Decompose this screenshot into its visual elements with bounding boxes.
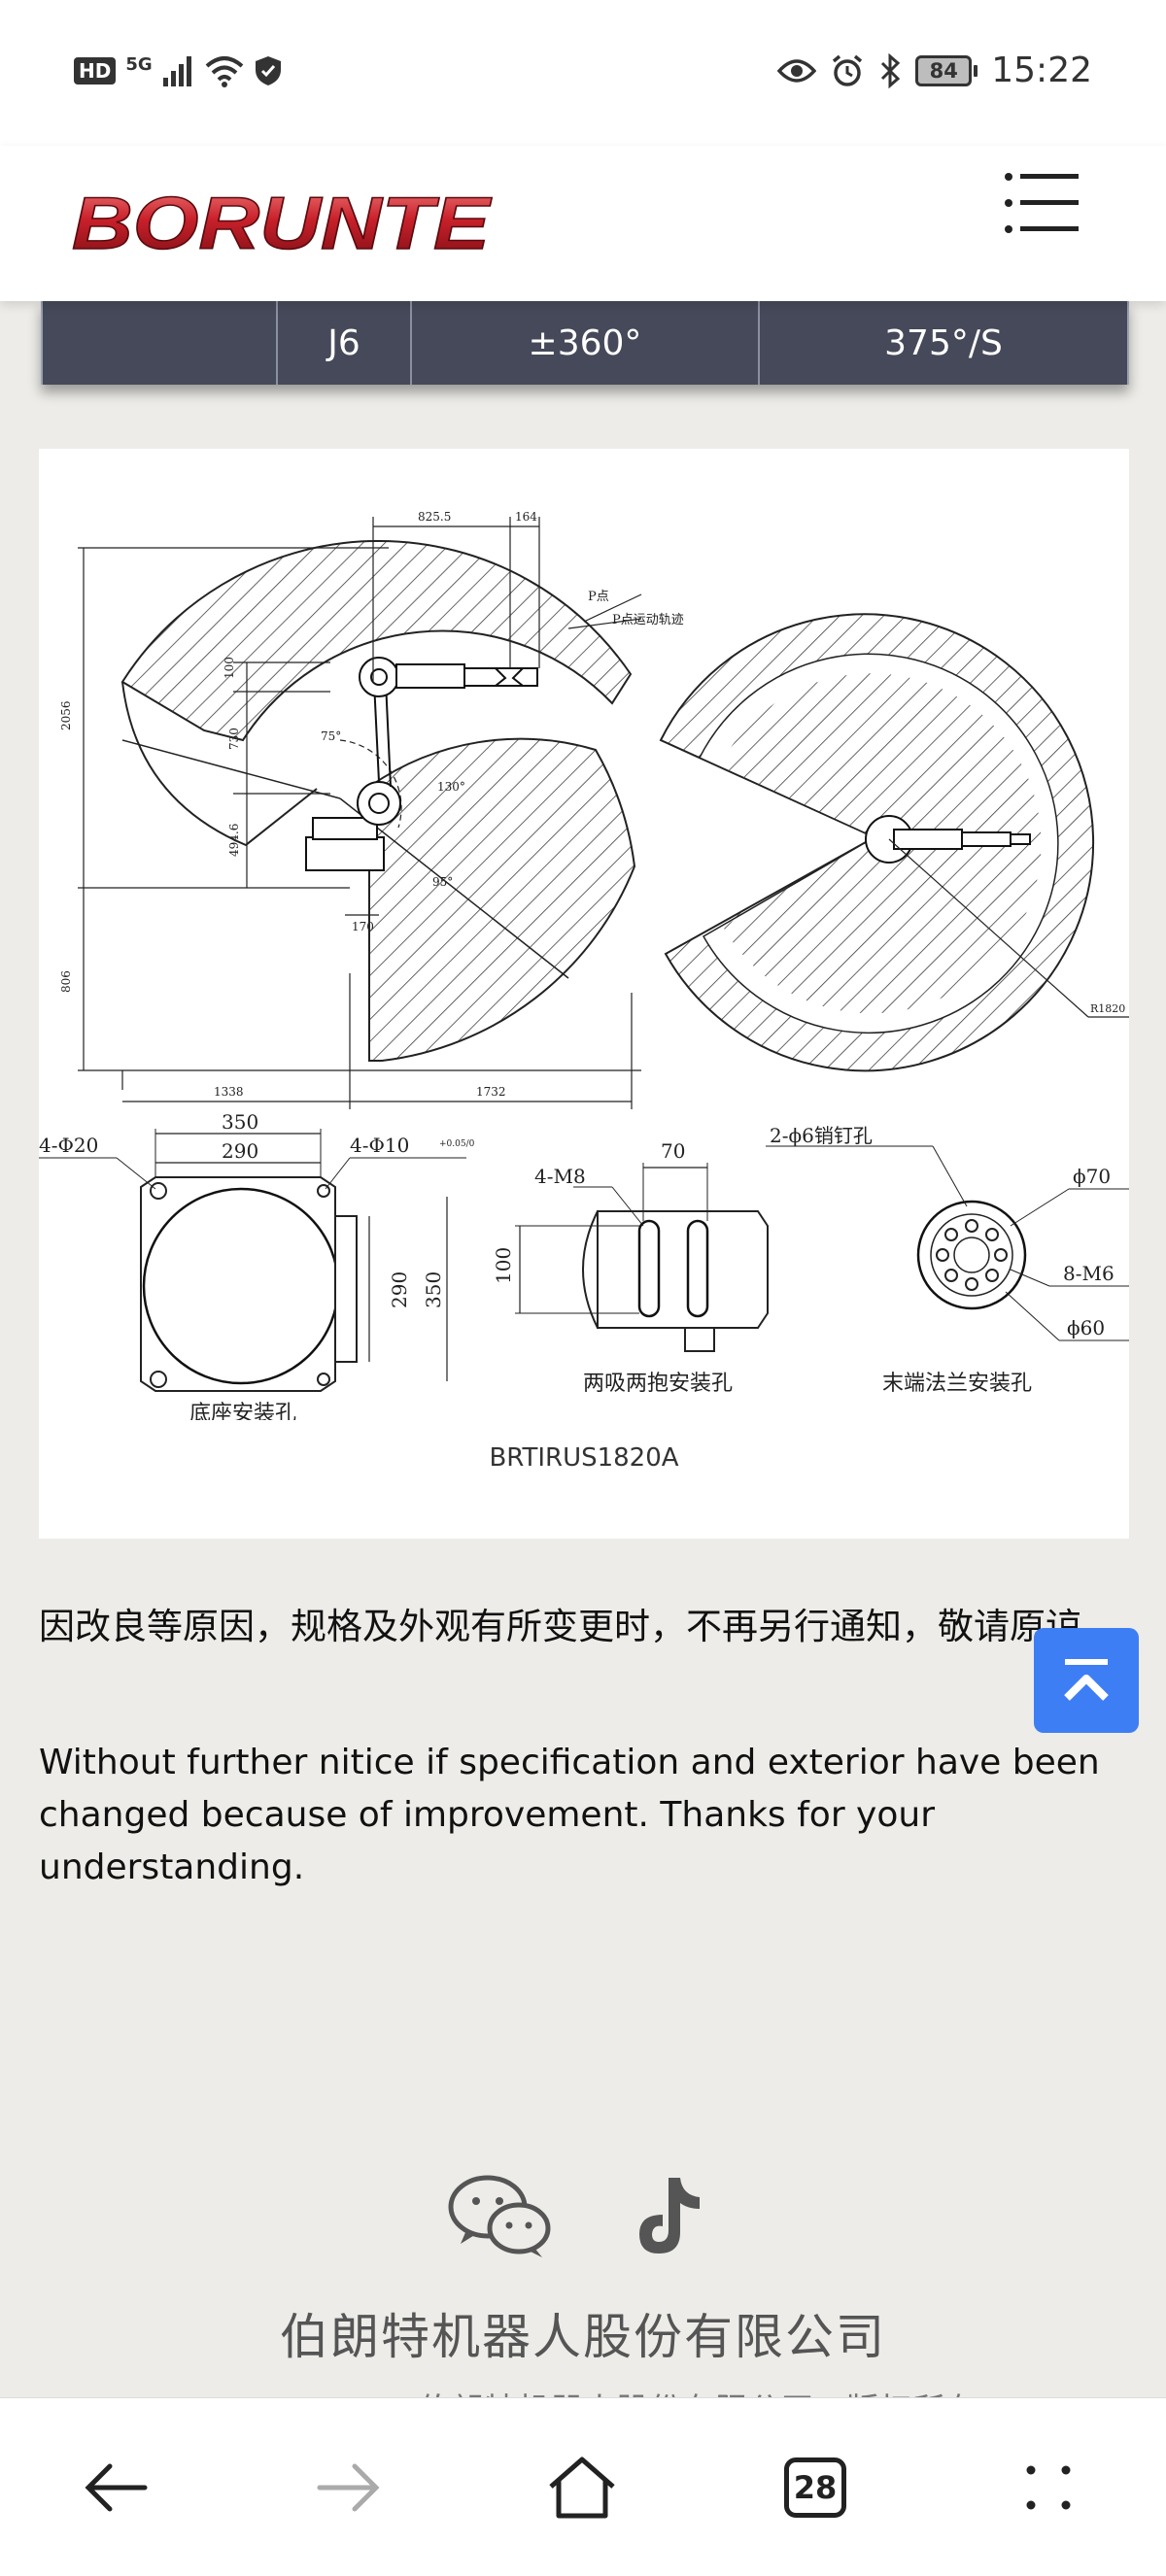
hd-badge: HD (74, 57, 117, 85)
flange-mounting-view: 2-ϕ6销钉孔 ϕ70 8-M6 ϕ60 末端法兰安装孔 (766, 1124, 1129, 1396)
dim-730: 730 (227, 728, 241, 750)
flange-outer-phi70: ϕ70 (1073, 1165, 1111, 1188)
base-dim-290: 290 (222, 1139, 258, 1163)
base-mounting-view: 350 290 290 350 4-Φ20 4-Φ10 +0.05/0 底座安装… (39, 1110, 475, 1426)
network-type: 5G (125, 54, 153, 75)
bluetooth-icon (881, 52, 901, 88)
shield-icon (255, 56, 281, 85)
back-to-top-button[interactable] (1034, 1628, 1139, 1733)
status-right: 84 15:22 (777, 51, 1092, 90)
dim-100: 100 (223, 657, 236, 679)
angle-75: 75° (321, 729, 341, 743)
drawing-caption: BRTIRUS1820A (489, 1443, 679, 1473)
dim-825-5: 825.5 (418, 510, 451, 524)
clamp-dim-100: 100 (492, 1247, 515, 1284)
base-dim-290-v: 290 (388, 1271, 411, 1308)
battery-tip (974, 64, 978, 77)
clamp-mounting-view: 70 100 4-M8 两吸两抱安装孔 (492, 1139, 769, 1396)
status-bar: HD 5G 8 (0, 0, 1166, 146)
base-label: 底座安装孔 (189, 1402, 296, 1420)
label-p-point: P点 (588, 590, 609, 604)
base-dim-350-v: 350 (422, 1271, 445, 1308)
arrow-right-icon (317, 2463, 380, 2512)
eye-icon (777, 58, 817, 83)
forward-button[interactable] (305, 2449, 393, 2526)
battery-indicator: 84 (915, 54, 978, 86)
label-p-trajectory: P点运动轨迹 (612, 613, 684, 627)
clamp-label: 两吸两抱安装孔 (583, 1372, 733, 1396)
tabs-button[interactable]: 28 (772, 2449, 859, 2526)
dim-2056: 2056 (59, 700, 73, 730)
clamp-dim-70: 70 (661, 1139, 685, 1163)
home-button[interactable] (538, 2449, 626, 2526)
angle-95: 95° (432, 875, 453, 889)
home-icon (549, 2457, 615, 2519)
signal-icon (162, 56, 191, 86)
base-hole-tolerance: +0.05/0 (439, 1139, 475, 1149)
arrow-left-icon (85, 2463, 148, 2512)
back-button[interactable] (72, 2449, 159, 2526)
wechat-icon[interactable] (447, 2172, 554, 2259)
alarm-icon (833, 54, 863, 86)
notice-chinese: 因改良等原因，规格及外观有所变更时，不再另行通知，敬请原谅。 (39, 1606, 1117, 1647)
dim-164: 164 (515, 510, 537, 524)
battery-level: 84 (915, 54, 973, 86)
tiktok-icon[interactable] (622, 2172, 729, 2259)
spec-cell-range: ±360° (412, 301, 760, 385)
base-hole-phi10: 4-Φ10 (350, 1134, 409, 1157)
label-r1820: R1820 (1090, 1002, 1125, 1015)
flange-pin-holes: 2-ϕ6销钉孔 (770, 1124, 873, 1147)
notice-english: Without further nitice if specification … (39, 1743, 1100, 1887)
svg-text:BORUNTE: BORUNTE (72, 183, 493, 265)
more-menu-button[interactable] (1005, 2449, 1092, 2526)
base-hole-phi20: 4-Φ20 (39, 1134, 98, 1157)
spec-cell-speed: 375°/S (884, 322, 1003, 363)
menu-icon[interactable] (1003, 169, 1080, 237)
dim-1732: 1732 (476, 1085, 506, 1099)
angle-130: 130° (437, 780, 465, 794)
spec-cell-axis-group (43, 301, 278, 385)
top-view-robot (865, 815, 1031, 864)
company-name: 伯朗特机器人股份有限公司 (280, 2309, 886, 2365)
spec-table-row: J6 ±360° 375°/S (41, 301, 1129, 385)
tabs-count: 28 (784, 2457, 846, 2518)
site-header: BORUNTE (0, 146, 1166, 301)
clock: 15:22 (991, 51, 1092, 90)
dim-1338: 1338 (214, 1085, 244, 1099)
chevron-up-icon (1064, 1659, 1109, 1701)
flange-inner-phi60: ϕ60 (1067, 1316, 1105, 1339)
technical-drawing: 825.5 164 100 730 2056 494.6 806 170 133… (39, 449, 1129, 1539)
wifi-icon (205, 56, 243, 87)
spec-cell-joint: J6 (278, 301, 412, 385)
browser-nav-bar: 28 (0, 2397, 1166, 2576)
status-left: HD 5G (74, 54, 283, 87)
brand-logo[interactable]: BORUNTE (70, 173, 497, 270)
dim-494-6: 494.6 (227, 824, 241, 857)
side-view-dimensions (78, 517, 642, 1109)
top-view: R1820 (659, 613, 1129, 1072)
clamp-thread-m8: 4-M8 (534, 1165, 586, 1188)
robot-arm-icon (305, 657, 538, 871)
side-view: 825.5 164 100 730 2056 494.6 806 170 133… (59, 510, 684, 1109)
dim-806: 806 (59, 970, 73, 993)
flange-thread-m6: 8-M6 (1063, 1262, 1115, 1285)
dim-170: 170 (352, 920, 374, 933)
drawing-svg: 825.5 164 100 730 2056 494.6 806 170 133… (39, 510, 1129, 1426)
dots-grid-icon (1026, 2465, 1071, 2510)
flange-label: 末端法兰安装孔 (882, 1372, 1032, 1396)
base-dim-350: 350 (222, 1110, 258, 1134)
